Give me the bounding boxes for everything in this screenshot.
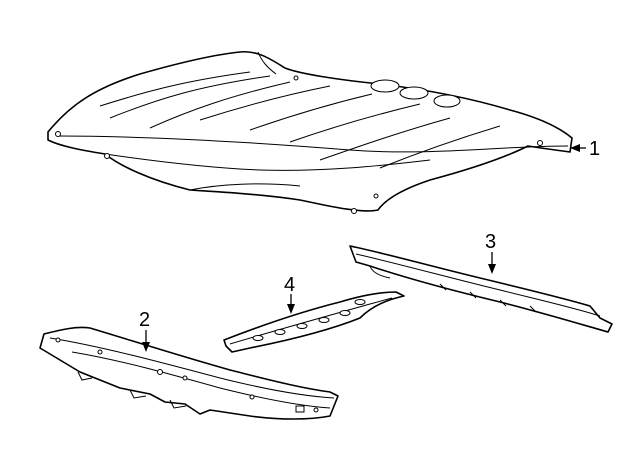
callout-label-2: 2 [139,309,150,331]
callout-2: 2 [139,309,150,352]
callout-3: 3 [485,231,496,274]
front-roof-header-part-2 [39,326,339,420]
callout-4: 4 [284,274,295,314]
arrowhead-1 [570,144,580,152]
roof-panel-part-1 [47,50,573,214]
callout-label-1: 1 [589,138,600,160]
center-roof-bow-part-4 [223,291,405,353]
arrowhead-2 [142,342,150,352]
arrowhead-3 [488,264,496,274]
rear-roof-bow-part-3 [349,245,613,333]
callout-1: 1 [570,138,600,160]
callout-label-4: 4 [284,274,295,296]
callout-label-3: 3 [485,231,496,253]
arrowhead-4 [287,304,295,314]
